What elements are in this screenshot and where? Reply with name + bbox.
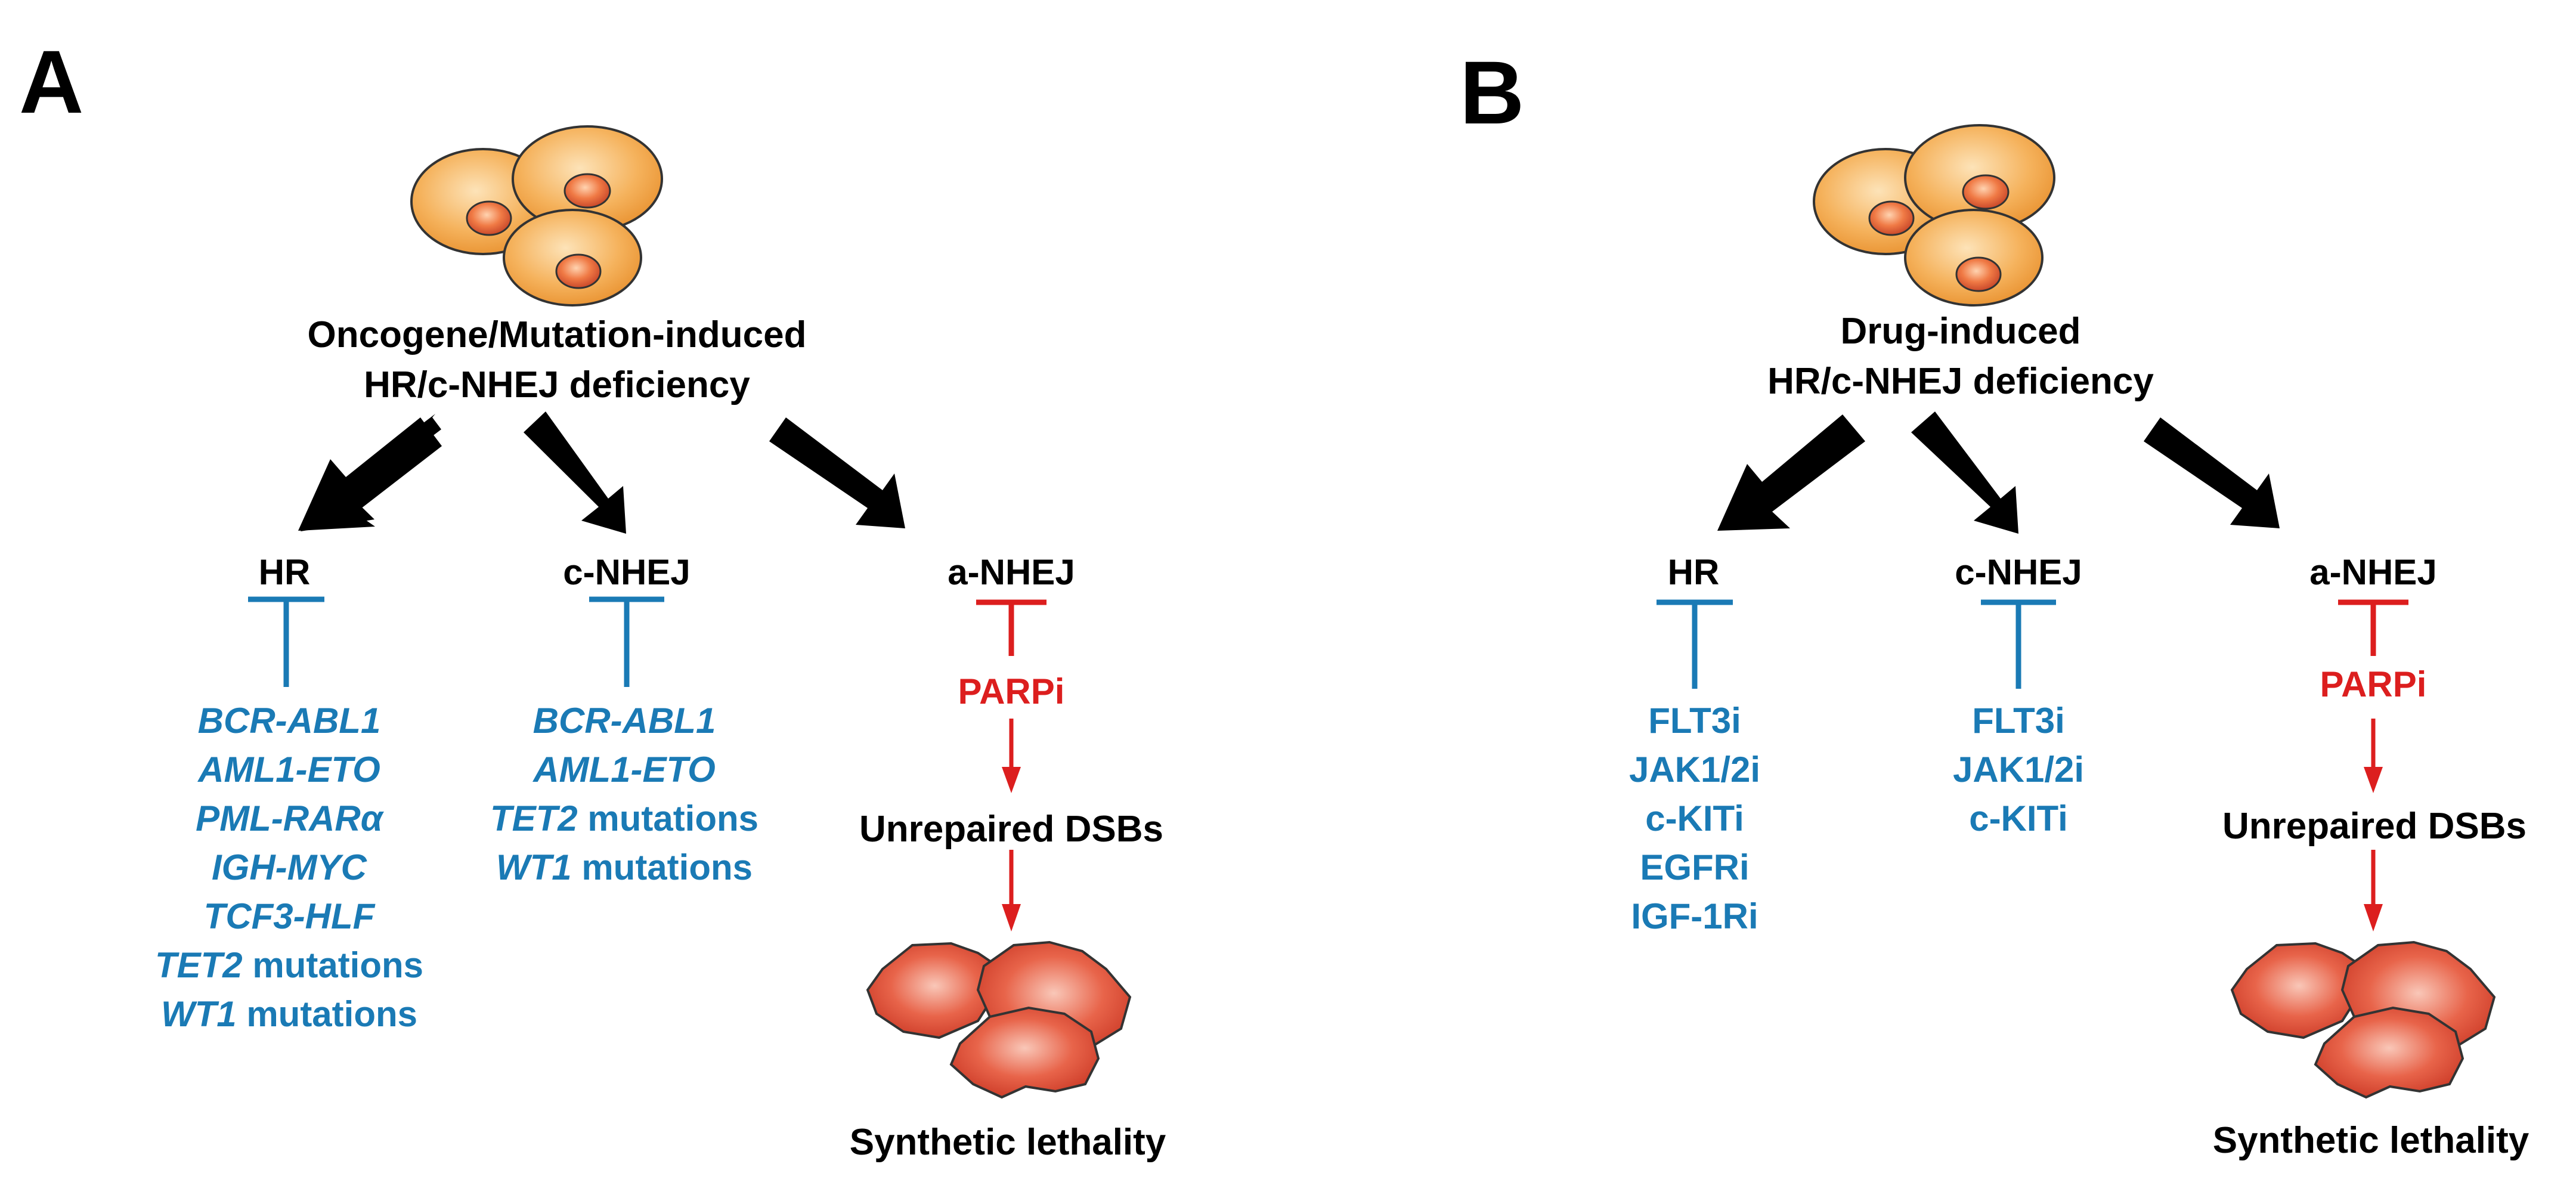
list-item: PML-RARα — [196, 798, 383, 838]
hr-inhibition-bar — [248, 596, 324, 687]
big-arrow-to-cnhej — [1911, 411, 2018, 534]
parpi-label: PARPi — [2320, 664, 2427, 704]
panel-a-title: Oncogene/Mutation-induced HR/c-NHEJ defi… — [308, 310, 807, 410]
hr-label: HR — [1667, 552, 1720, 592]
unrepaired-dsbs-label: Unrepaired DSBs — [2222, 806, 2527, 847]
list-item: EGFRi — [1640, 847, 1750, 887]
list-item: TET2 mutations — [154, 945, 424, 985]
synthetic-lethality-label: Synthetic lethality — [2212, 1120, 2529, 1161]
list-item: BCR-ABL1 — [532, 701, 716, 741]
red-arrow-parpi-to-dsbs — [2364, 719, 2383, 793]
cnhej-inhibitor-list: FLT3i JAK1/2i c-KITi — [1953, 697, 2084, 843]
dead-cell-cluster-icon — [2230, 940, 2496, 1099]
anhej-label: a-NHEJ — [948, 552, 1075, 592]
red-arrow-dsbs-to-death — [1002, 850, 1021, 931]
red-arrow-parpi-to-dsbs — [1002, 719, 1021, 793]
panel-b-title-line1: Drug-induced — [1840, 311, 2081, 352]
list-item: WT1 mutations — [496, 847, 753, 887]
cnhej-inhibition-bar — [589, 596, 664, 687]
anhej-label: a-NHEJ — [2309, 552, 2437, 592]
parpi-label: PARPi — [958, 671, 1065, 711]
big-arrow-to-hr — [298, 414, 442, 531]
panel-b-graphics — [1657, 124, 2496, 1099]
panel-a-letter: A — [19, 32, 84, 132]
list-item: JAK1/2i — [1952, 750, 2085, 790]
panel-a-title-line2: HR/c-NHEJ deficiency — [364, 364, 750, 406]
panel-b-title: Drug-induced HR/c-NHEJ deficiency — [1767, 307, 2154, 407]
cnhej-label: c-NHEJ — [563, 552, 691, 592]
list-item: AML1-ETO — [533, 750, 716, 790]
big-arrow-to-anhej — [2144, 417, 2280, 528]
hr-inhibitor-list: FLT3i JAK1/2i c-KITi EGFRi IGF-1Ri — [1629, 697, 1760, 941]
big-arrow-to-cnhej — [524, 411, 626, 534]
list-item: c-KITi — [1645, 798, 1744, 838]
panel-a-graphics — [248, 125, 1132, 1099]
dead-cell-cluster-icon — [866, 940, 1132, 1099]
list-item: AML1-ETO — [198, 750, 380, 790]
hr-label: HR — [258, 552, 311, 592]
list-item: c-KITi — [1969, 798, 2068, 838]
big-arrow-to-anhej — [769, 417, 905, 528]
healthy-cell-cluster-icon — [410, 125, 663, 307]
hr-inhibition-bar — [1657, 599, 1733, 689]
cnhej-inhibitor-list: BCR-ABL1 AML1-ETO TET2 mutations WT1 mut… — [490, 697, 758, 892]
red-arrow-dsbs-to-death — [2364, 850, 2383, 931]
list-item: FLT3i — [1972, 701, 2065, 741]
list-item: JAK1/2i — [1628, 750, 1761, 790]
list-item: FLT3i — [1648, 701, 1741, 741]
list-item: WT1 mutations — [160, 994, 417, 1034]
healthy-cell-cluster-icon — [1813, 124, 2055, 307]
anhej-inhibition-bar — [2338, 599, 2408, 656]
anhej-inhibition-bar — [976, 599, 1046, 656]
hr-inhibitor-list: BCR-ABL1 AML1-ETO PML-RARα IGH-MYC TCF3-… — [155, 697, 423, 1039]
list-item: TET2 mutations — [490, 798, 759, 838]
cnhej-label: c-NHEJ — [1955, 552, 2082, 592]
big-arrow-to-hr — [1717, 414, 1865, 531]
list-item: IGF-1Ri — [1631, 896, 1758, 936]
panel-b-letter: B — [1460, 42, 1525, 143]
unrepaired-dsbs-label: Unrepaired DSBs — [859, 809, 1163, 850]
panel-b-title-line2: HR/c-NHEJ deficiency — [1767, 361, 2154, 402]
cnhej-inhibition-bar — [1981, 599, 2056, 689]
panel-a-title-line1: Oncogene/Mutation-induced — [307, 314, 807, 355]
list-item: IGH-MYC — [212, 847, 367, 887]
list-item: BCR-ABL1 — [197, 701, 381, 741]
synthetic-lethality-label: Synthetic lethality — [849, 1122, 1166, 1163]
list-item: TCF3-HLF — [203, 896, 375, 936]
